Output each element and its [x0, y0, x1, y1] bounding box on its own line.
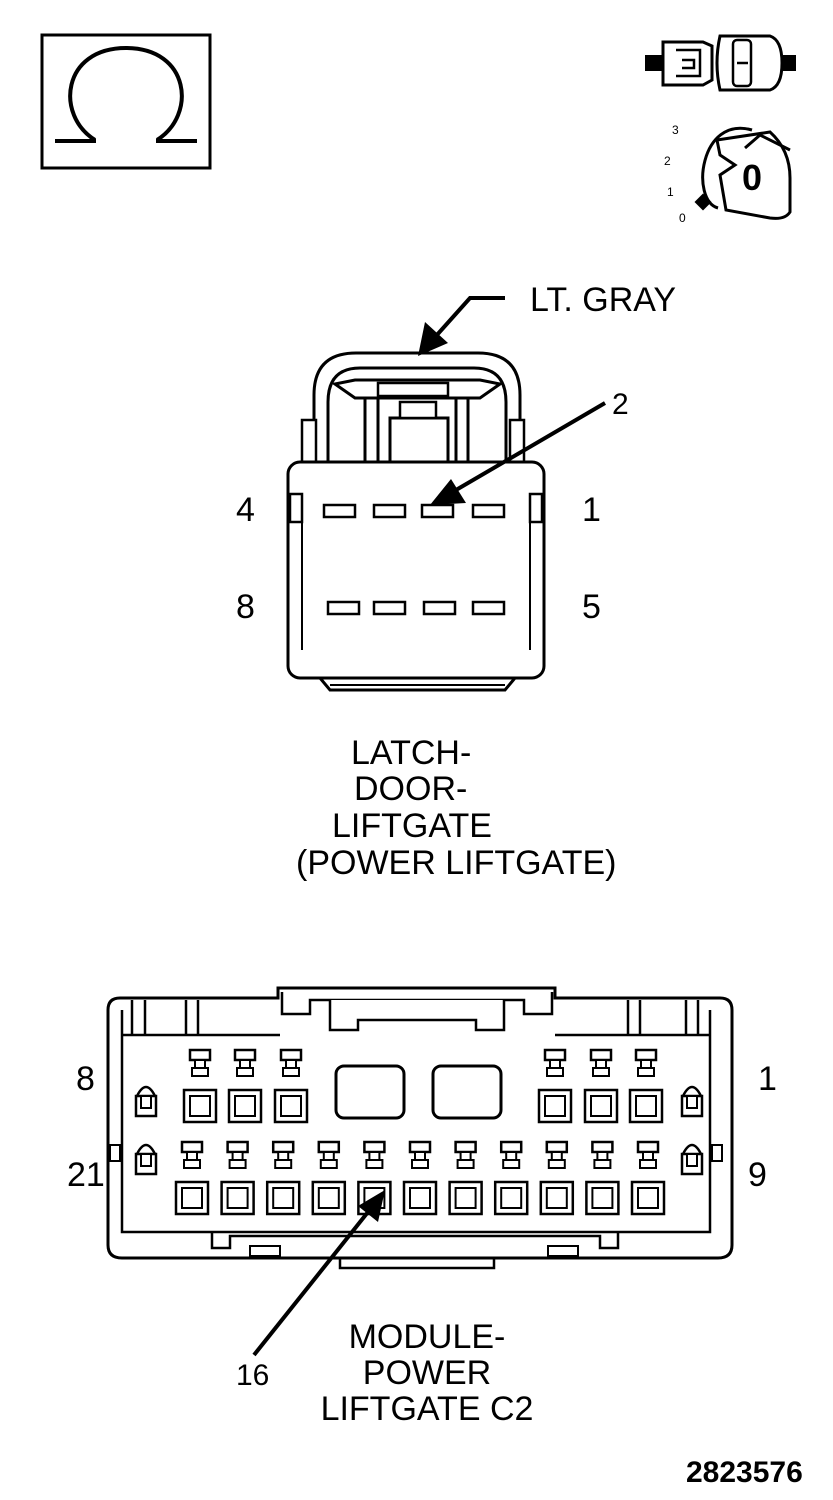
- terminal-cavity-row1-2: [227, 1048, 263, 1124]
- terminal-cavity-row2-6: [402, 1140, 438, 1216]
- lock-clip-top-right: [680, 1085, 704, 1118]
- latch-pin-1-label: 1: [582, 491, 601, 529]
- terminal-cavity-row2-10: [585, 1140, 620, 1216]
- latch-connector-face: [286, 351, 546, 692]
- latch-name-line-1: LATCH-: [351, 734, 472, 772]
- module-name-line-1: MODULE-: [348, 1318, 506, 1356]
- module-pin-9-label: 9: [748, 1156, 767, 1194]
- pin-2-callout: 2: [612, 388, 629, 421]
- latch-pin-4-label: 4: [236, 491, 255, 529]
- terminal-cavity-row2-11: [630, 1140, 666, 1216]
- connector-disconnect-icon: [645, 34, 796, 92]
- module-name-line-3: LIFTGATE C2: [320, 1390, 534, 1428]
- terminal-cavity-row2-2: [220, 1140, 255, 1216]
- pin-16-leader-arrow: [252, 1190, 385, 1357]
- terminal-cavity-row1-1: [182, 1048, 218, 1124]
- key-off-label: 0: [742, 157, 763, 198]
- lock-clip-top-left: [134, 1085, 158, 1118]
- latch-pin-5-label: 5: [582, 588, 601, 626]
- module-connector-face: [106, 986, 734, 1270]
- lock-clip-bottom-left: [134, 1143, 158, 1176]
- ignition-key-off-icon: [694, 126, 792, 220]
- terminal-cavity-row2-7: [448, 1140, 483, 1216]
- terminal-cavity-row1-5: [583, 1048, 619, 1124]
- terminal-cavity-row1-3: [273, 1048, 309, 1124]
- terminal-cavity-row1-6: [628, 1048, 664, 1124]
- ohm-symbol-icon: [40, 33, 212, 170]
- latch-pin-8-label: 8: [236, 588, 255, 626]
- module-terminal-cavities: [134, 1048, 704, 1216]
- key-position-3: 3: [672, 123, 679, 137]
- terminal-cavity-row2-3: [265, 1140, 301, 1216]
- terminal-cavity-row1-4: [537, 1048, 573, 1124]
- key-position-1: 1: [667, 185, 674, 199]
- module-name-line-2: POWER: [362, 1354, 492, 1392]
- terminal-cavity-row2-1: [174, 1140, 210, 1216]
- color-leader-arrow: [418, 296, 505, 356]
- module-pin-8-label: 8: [76, 1060, 95, 1098]
- terminal-cavity-row2-8: [493, 1140, 529, 1216]
- terminal-cavity-row2-5: [357, 1140, 392, 1216]
- figure-number: 2823576: [686, 1456, 803, 1489]
- pin-16-callout: 16: [236, 1359, 270, 1392]
- key-position-2: 2: [664, 154, 671, 168]
- terminal-cavity-row2-9: [539, 1140, 575, 1216]
- latch-name-line-2: DOOR-: [354, 770, 468, 808]
- module-pin-1-label: 1: [758, 1060, 777, 1098]
- pin-2-leader-arrow: [430, 401, 607, 505]
- latch-name-line-3: LIFTGATE: [332, 807, 492, 845]
- terminal-cavity-row2-4: [311, 1140, 347, 1216]
- module-pin-21-label: 21: [67, 1156, 105, 1194]
- latch-name-line-4: (POWER LIFTGATE): [296, 844, 617, 882]
- lock-clip-bottom-right: [680, 1143, 704, 1176]
- connector-color-label: LT. GRAY: [530, 281, 677, 319]
- key-position-0: 0: [679, 211, 686, 225]
